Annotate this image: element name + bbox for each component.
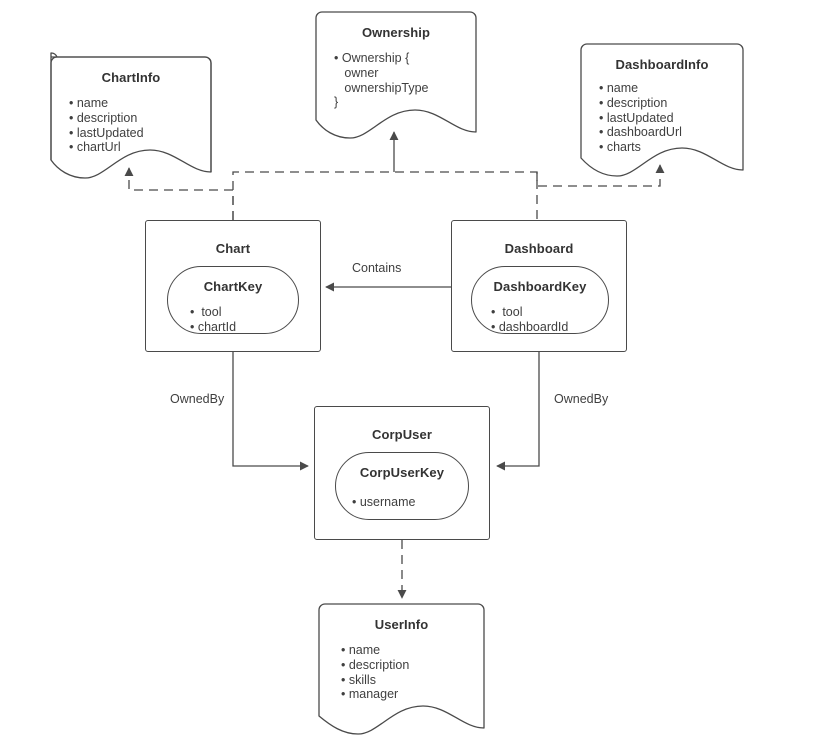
- attribute-item: owner: [334, 65, 379, 80]
- entity-dashboard[interactable]: Dashboard DashboardKey tool dashboardId: [451, 220, 627, 352]
- corp-user-key-attributes: username: [336, 495, 468, 510]
- attribute-item: description: [341, 658, 484, 673]
- attribute-item: dashboardId: [491, 320, 608, 335]
- dashboard-key-title: DashboardKey: [493, 279, 587, 294]
- entity-corp-user[interactable]: CorpUser CorpUserKey username: [314, 406, 490, 540]
- attribute-item: ownershipType: [334, 80, 429, 95]
- attribute-item: skills: [341, 673, 484, 688]
- chart-key-attributes: tool chartId: [168, 305, 298, 335]
- note-user-info[interactable]: UserInfo name description skills manager: [319, 604, 484, 734]
- corp-user-key-box[interactable]: CorpUserKey username: [335, 452, 469, 520]
- attribute-item: name: [69, 96, 211, 111]
- attribute-item: }: [334, 95, 339, 110]
- dashboard-info-attributes: name description lastUpdated dashboardUr…: [581, 81, 743, 155]
- edge-owned-by-chart: [232, 352, 309, 471]
- attribute-item: dashboardUrl: [599, 125, 743, 140]
- chart-key-title: ChartKey: [203, 279, 263, 294]
- attribute-item: Ownership {: [334, 51, 476, 66]
- attribute-item: description: [69, 111, 211, 126]
- ownership-outline: [315, 11, 477, 139]
- chart-info-title: ChartInfo: [101, 70, 161, 85]
- attribute-item: lastUpdated: [599, 111, 743, 126]
- attribute-item: name: [599, 81, 743, 96]
- attribute-item: chartUrl: [69, 140, 211, 155]
- ownership-attributes: Ownership { owner ownershipType }: [316, 51, 476, 110]
- edge-owned-by-dashboard: [496, 352, 540, 471]
- user-info-attributes: name description skills manager: [319, 643, 484, 702]
- attribute-item: name: [341, 643, 484, 658]
- attribute-item: tool: [491, 305, 608, 320]
- attribute-item: charts: [599, 140, 743, 155]
- attribute-item: chartId: [190, 320, 298, 335]
- edge-label-owned-by-chart: OwnedBy: [170, 392, 225, 406]
- edge-label-contains: Contains: [352, 261, 402, 275]
- attribute-item: description: [599, 96, 743, 111]
- entity-chart[interactable]: Chart ChartKey tool chartId: [145, 220, 321, 352]
- corp-user-key-title: CorpUserKey: [359, 465, 445, 480]
- user-info-title: UserInfo: [374, 617, 429, 632]
- corp-user-title: CorpUser: [371, 427, 433, 442]
- dashboard-title: Dashboard: [504, 241, 574, 256]
- note-ownership[interactable]: Ownership Ownership { owner ownershipTyp…: [316, 12, 476, 138]
- note-chart-info[interactable]: ChartInfo name description lastUpdated c…: [51, 57, 211, 178]
- dashboard-key-attributes: tool dashboardId: [472, 305, 608, 335]
- attribute-item: manager: [341, 687, 484, 702]
- edge-label-owned-by-dashboard: OwnedBy: [554, 392, 609, 406]
- edge-dashboard-aspect: [536, 164, 665, 187]
- chart-info-attributes: name description lastUpdated chartUrl: [51, 96, 211, 155]
- ownership-title: Ownership: [361, 25, 431, 40]
- chart-key-box[interactable]: ChartKey tool chartId: [167, 266, 299, 334]
- attribute-item: tool: [190, 305, 298, 320]
- chart-title: Chart: [215, 241, 251, 256]
- dashboard-info-title: DashboardInfo: [615, 57, 709, 72]
- attribute-item: lastUpdated: [69, 126, 211, 141]
- edge-aspect-bus: [232, 171, 538, 220]
- attribute-item: username: [352, 495, 468, 510]
- note-dashboard-info[interactable]: DashboardInfo name description lastUpdat…: [581, 44, 743, 176]
- dashboard-key-box[interactable]: DashboardKey tool dashboardId: [471, 266, 609, 334]
- chart-info-outline-top: [50, 56, 212, 172]
